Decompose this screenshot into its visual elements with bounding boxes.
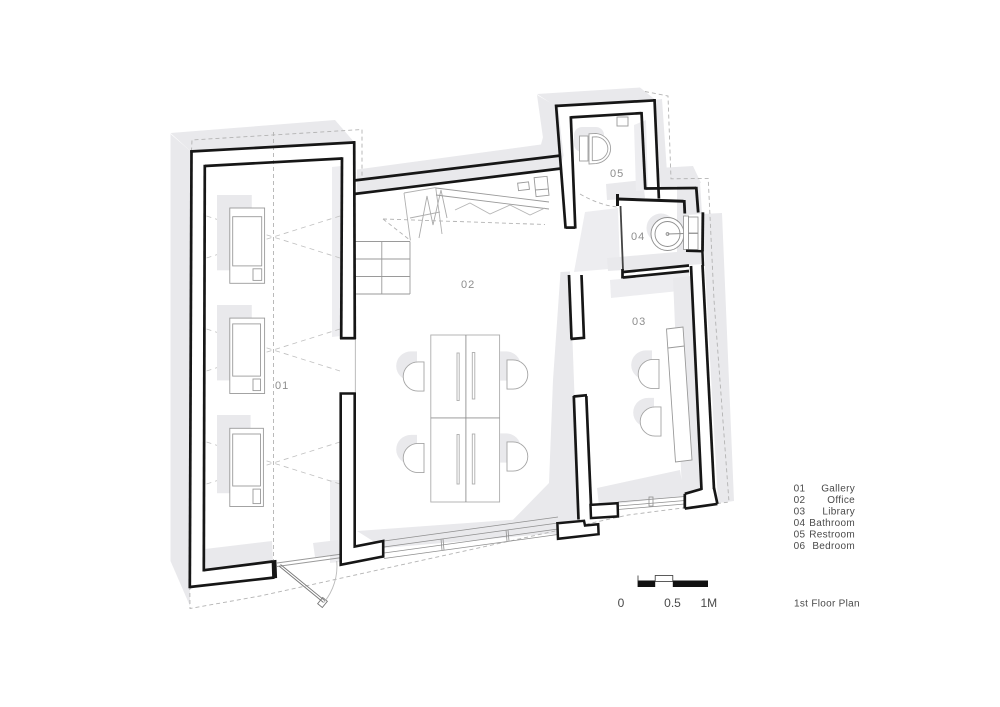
svg-text:01: 01 <box>275 380 289 392</box>
svg-text:03: 03 <box>794 507 806 518</box>
svg-text:1M: 1M <box>700 596 717 610</box>
svg-text:0.5: 0.5 <box>664 596 681 610</box>
svg-text:05: 05 <box>610 168 624 180</box>
svg-text:0: 0 <box>618 596 625 610</box>
svg-text:04: 04 <box>794 518 806 529</box>
svg-text:03: 03 <box>632 316 646 328</box>
svg-text:Office: Office <box>827 495 855 506</box>
svg-text:01: 01 <box>794 484 806 495</box>
svg-text:1st Floor Plan: 1st Floor Plan <box>794 599 860 610</box>
svg-text:Bedroom: Bedroom <box>812 541 855 552</box>
svg-text:Gallery: Gallery <box>821 484 855 495</box>
svg-text:Library: Library <box>822 507 855 518</box>
svg-text:Bathroom: Bathroom <box>809 518 855 529</box>
svg-text:02: 02 <box>461 279 475 291</box>
svg-text:04: 04 <box>631 231 645 243</box>
svg-text:05: 05 <box>794 530 806 541</box>
svg-text:02: 02 <box>794 495 806 506</box>
svg-text:Restroom: Restroom <box>809 530 855 541</box>
svg-text:06: 06 <box>794 541 806 552</box>
